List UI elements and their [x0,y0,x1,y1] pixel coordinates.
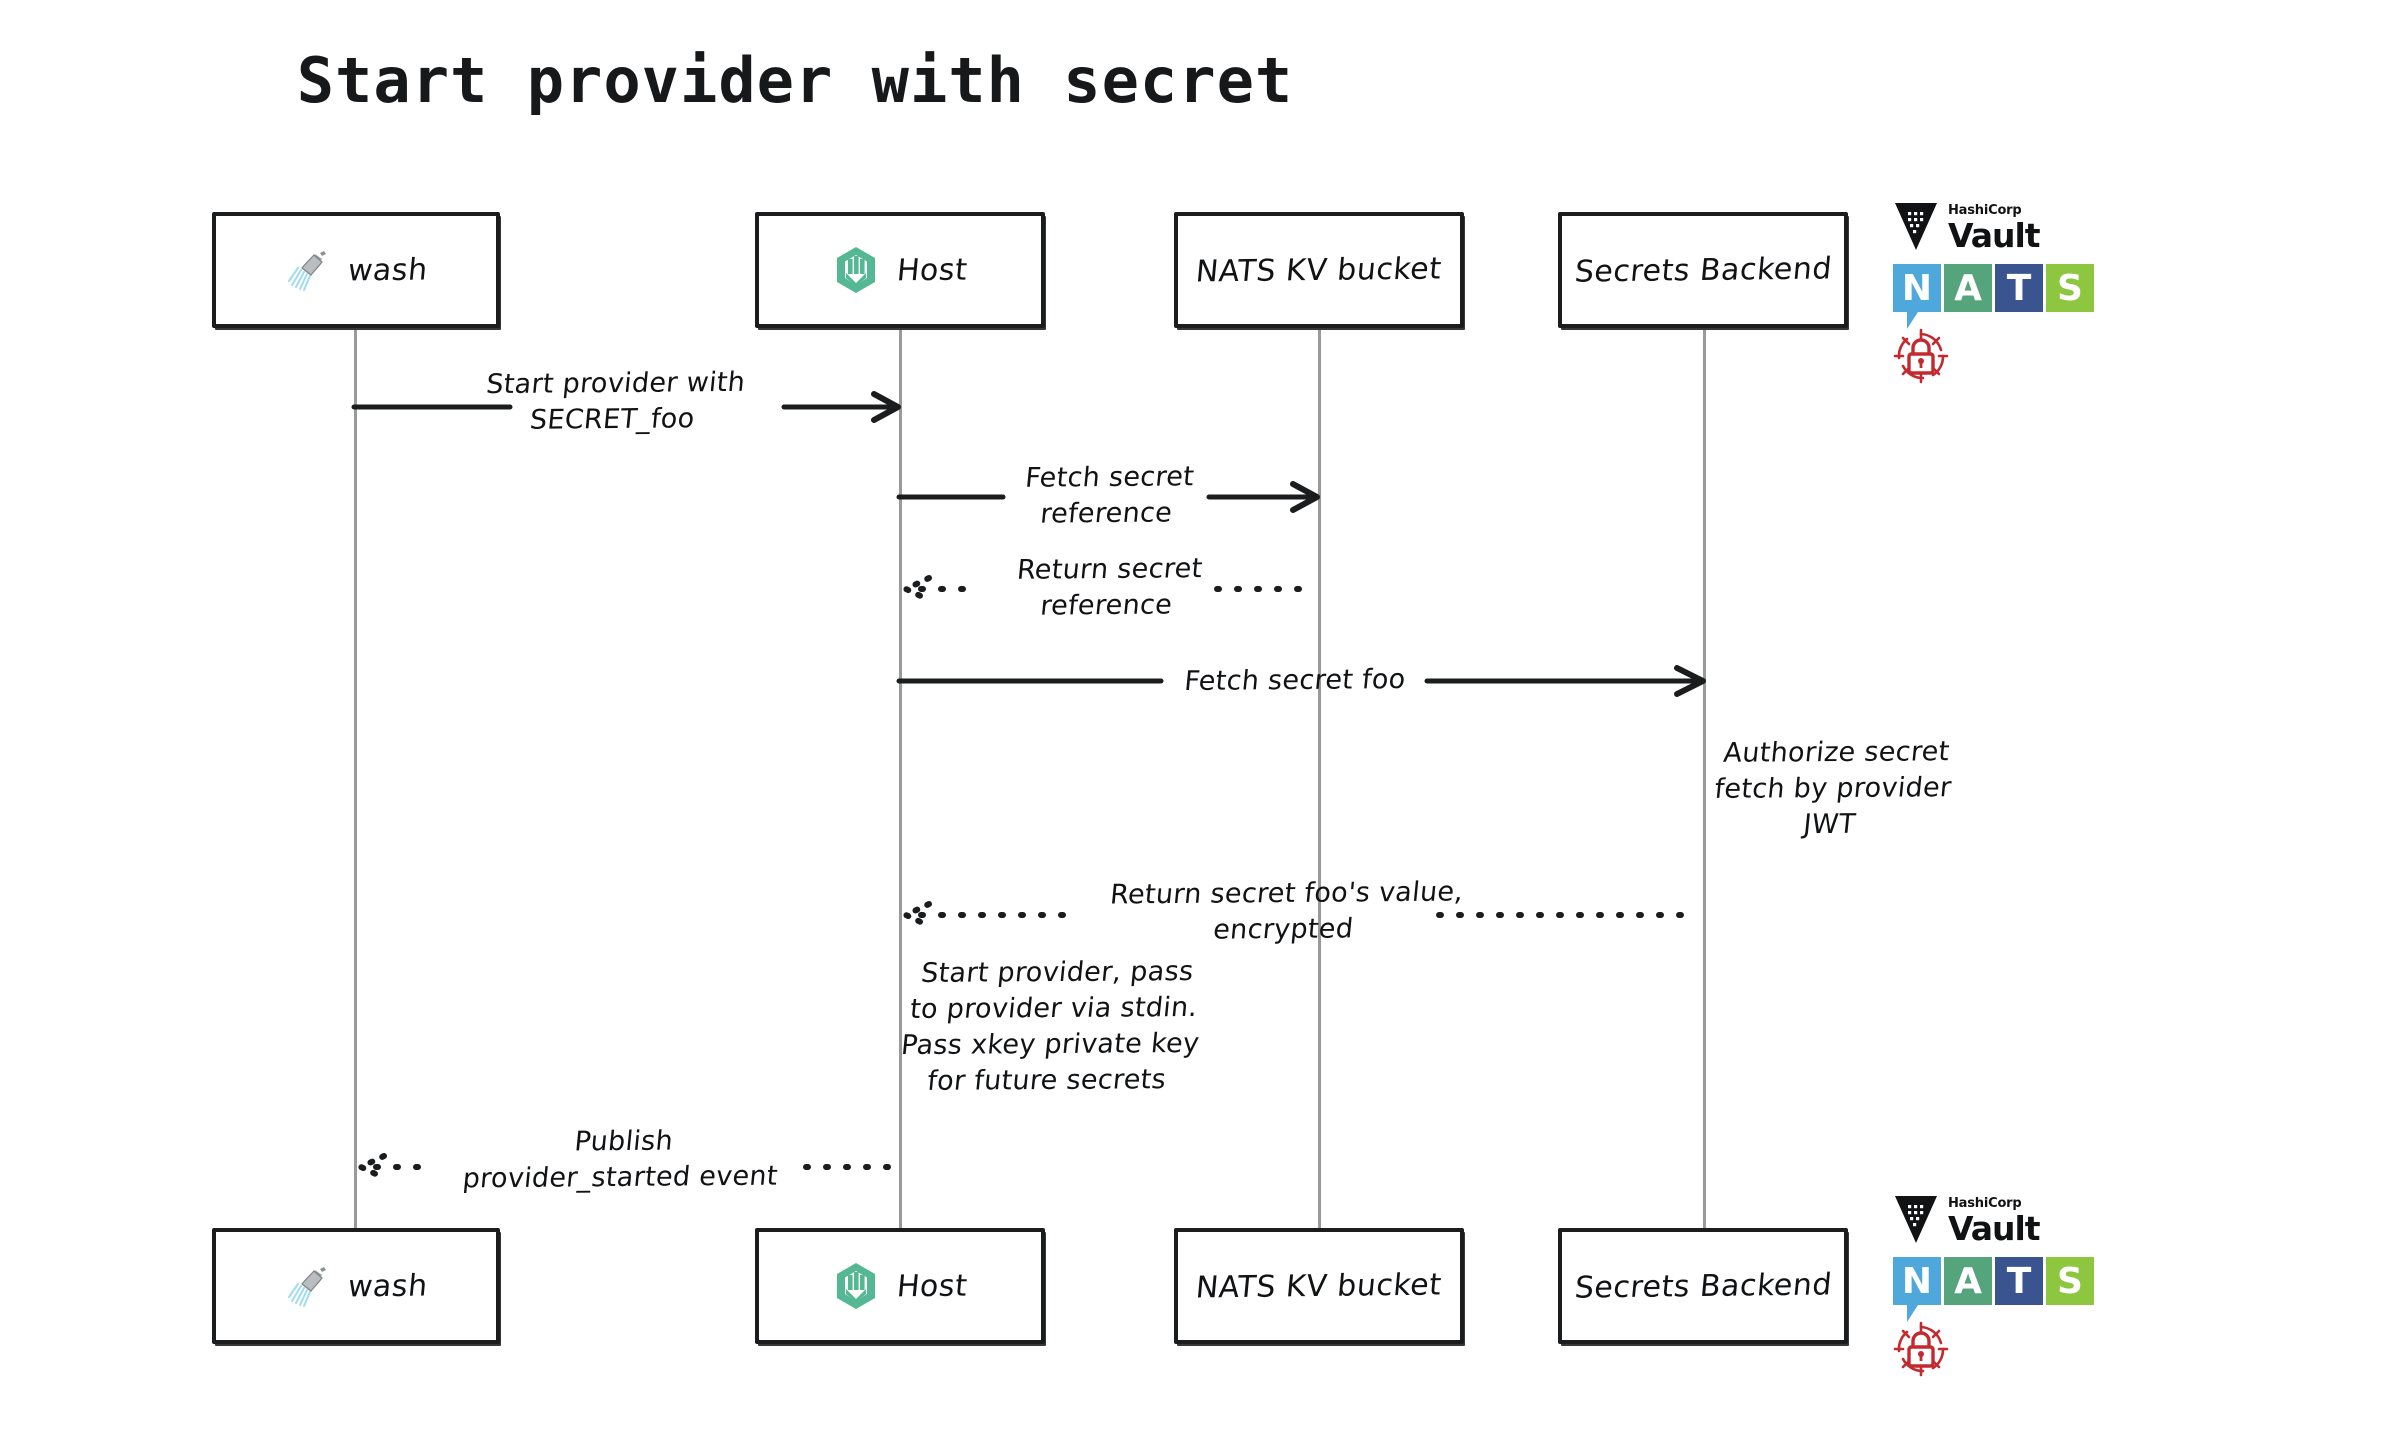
participant-wash-bottom[interactable]: wash [212,1228,500,1344]
participant-label: NATS KV bucket [1194,251,1444,289]
page-title: Start provider with secret [296,44,1294,117]
lifeline-natskv [1318,330,1321,1230]
message-label-3: Return secret reference [1015,553,1204,622]
message-arrow-3 [903,575,1316,603]
lifeline-backend [1703,330,1706,1230]
note-start-provider-stdin: Start provider, pass to provider via std… [899,956,1201,1097]
nats-letter-a: A [1944,264,1992,312]
lifeline-host [899,330,902,1230]
message-label-6: Publish provider_started event [461,1125,780,1194]
participant-label: Host [895,252,969,288]
vault-logo: HashiCorp Vault [1893,200,2094,252]
participant-label: NATS KV bucket [1194,1267,1444,1305]
nats-letter-t: T [1995,264,2043,312]
participant-host-top[interactable]: Host [755,212,1045,328]
participant-host-bottom[interactable]: Host [755,1228,1045,1344]
message-arrow-2 [896,481,1320,513]
message-arrow-5 [903,901,1702,929]
nats-logo: N A T S [1893,1257,2094,1322]
participant-wash-top[interactable]: wash [212,212,500,328]
participant-backend-top[interactable]: Secrets Backend [1558,212,1848,328]
wasmcloud-hexagon-icon [833,245,879,295]
vault-triangle-icon [1893,200,1939,252]
nats-speech-tail-icon [1907,312,1918,329]
secrets-lock-icon [1893,1321,1949,1377]
nats-letter-a: A [1944,1257,1992,1305]
message-arrow-1 [351,391,901,423]
nats-letter-s: S [2046,264,2094,312]
participant-backend-bottom[interactable]: Secrets Backend [1558,1228,1848,1344]
shower-head-icon [284,1263,330,1309]
nats-letter-t: T [1995,1257,2043,1305]
shower-head-icon [284,247,330,293]
nats-speech-tail-icon [1907,1305,1918,1322]
vault-triangle-icon [1893,1193,1939,1245]
message-label-2: Fetch secret reference [1023,461,1196,530]
vault-logo: HashiCorp Vault [1893,1193,2094,1245]
message-label-4: Fetch secret foo [1182,664,1408,697]
nats-letter-s: S [2046,1257,2094,1305]
message-arrow-4 [896,665,1706,697]
vault-product-label: Vault [1948,1209,2041,1248]
nats-logo: N A T S [1893,264,2094,329]
vault-vendor-label: HashiCorp [1948,203,2022,218]
lifeline-wash [354,330,357,1230]
participant-label: wash [346,252,430,288]
nats-letter-n: N [1893,1257,1941,1305]
note-authorize-secret-fetch: Authorize secret fetch by provider JWT [1713,736,1953,840]
participant-natskv-bottom[interactable]: NATS KV bucket [1174,1228,1464,1344]
vault-vendor-label: HashiCorp [1948,1196,2022,1211]
logo-cluster-top: HashiCorp Vault N A T S [1893,200,2094,384]
participant-label: Secrets Backend [1572,1266,1834,1306]
participant-label: Host [895,1268,969,1304]
participant-label: Secrets Backend [1572,250,1834,290]
secrets-lock-icon [1893,328,1949,384]
wasmcloud-hexagon-icon [833,1261,879,1311]
message-label-5: Return secret foo's value, encrypted [1108,876,1465,946]
nats-letter-n: N [1893,264,1941,312]
message-arrow-6 [358,1153,897,1181]
participant-natskv-top[interactable]: NATS KV bucket [1174,212,1464,328]
vault-product-label: Vault [1948,216,2041,255]
logo-cluster-bottom: HashiCorp Vault N A T S [1893,1193,2094,1377]
message-label-1: Start provider with SECRET_foo [484,366,747,436]
participant-label: wash [346,1268,430,1304]
